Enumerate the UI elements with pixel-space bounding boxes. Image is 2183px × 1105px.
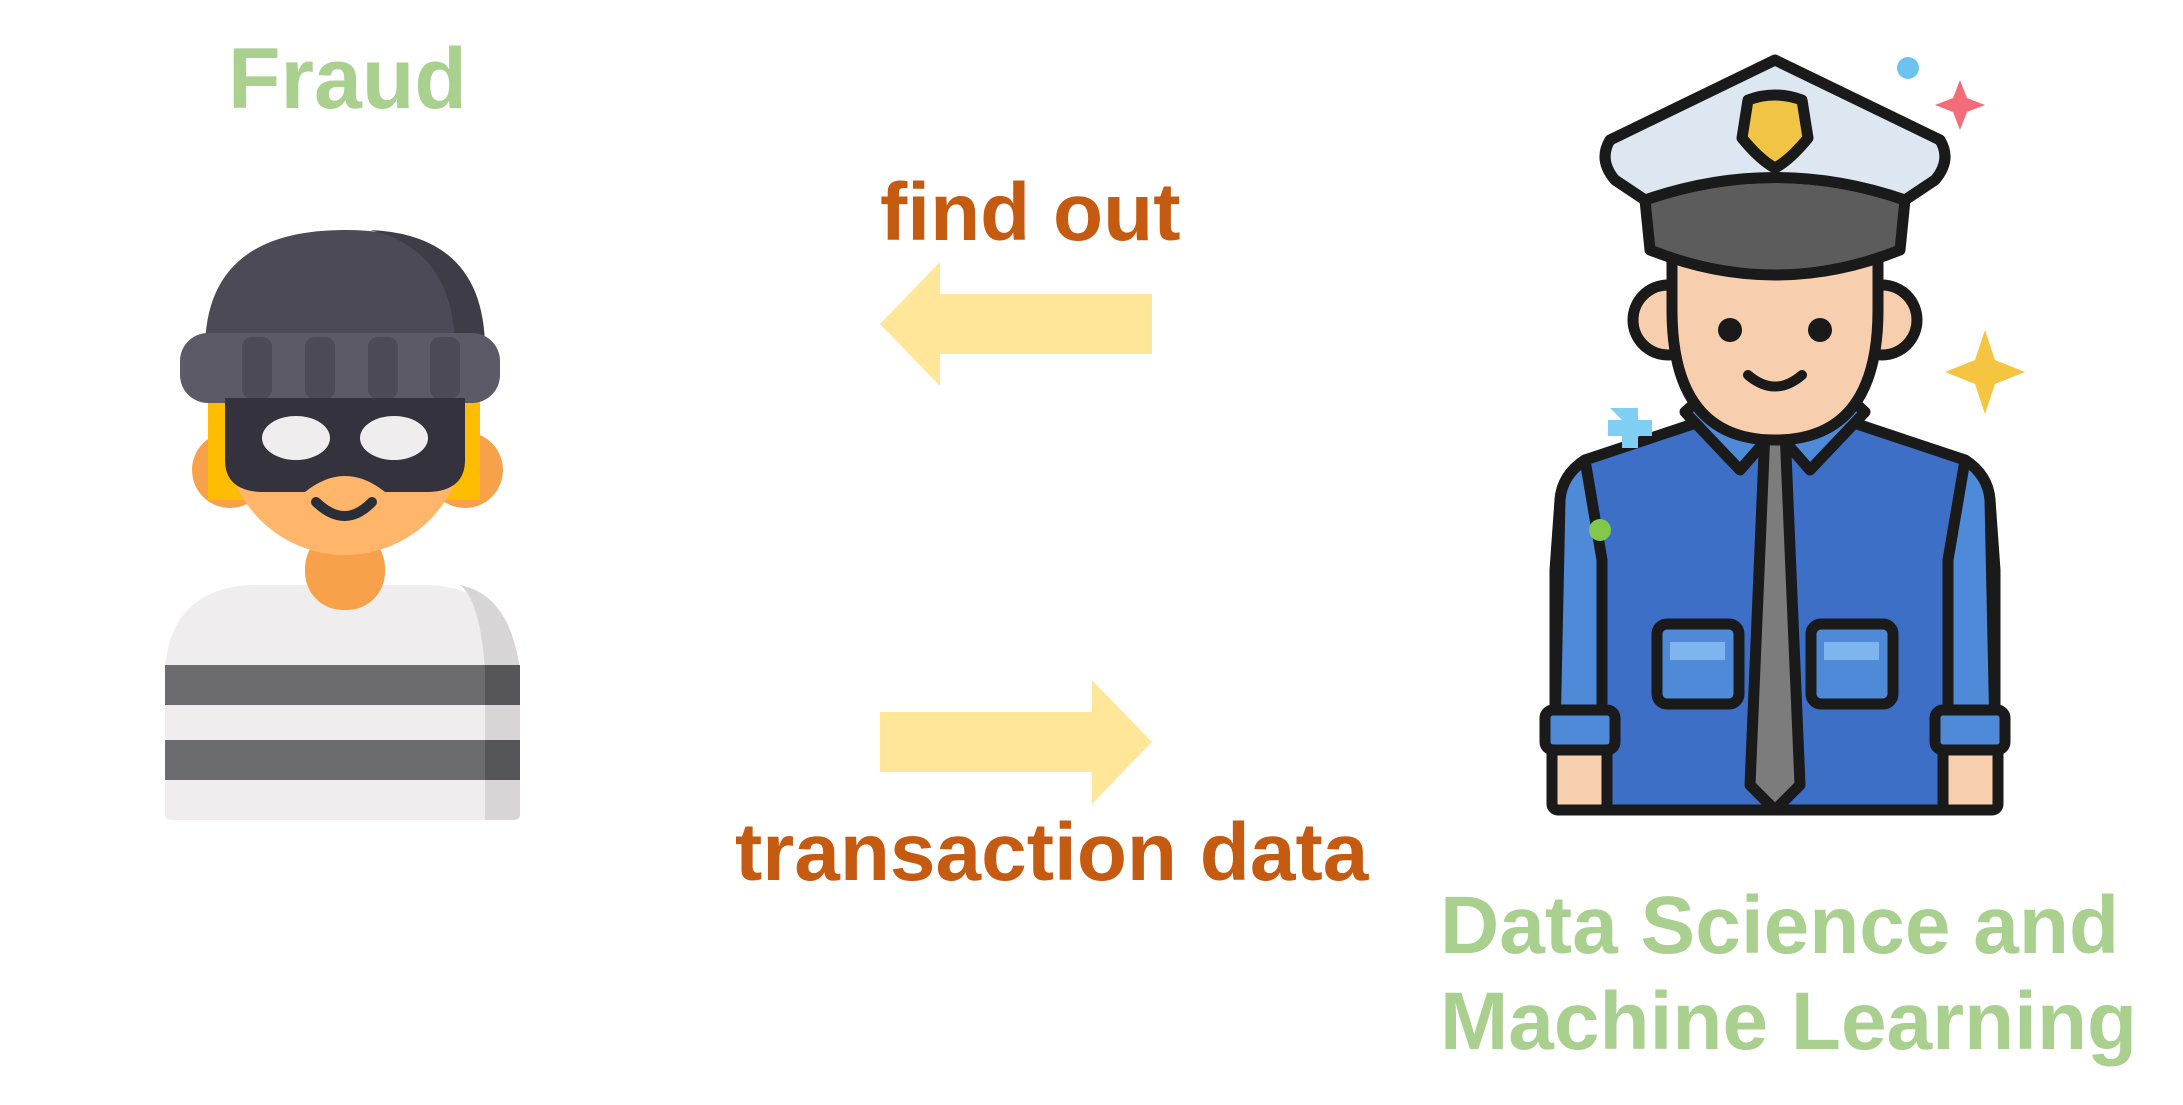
arrow-right-icon xyxy=(880,680,1152,804)
thief-icon xyxy=(165,230,520,820)
data-science-title-line1: Data Science and xyxy=(1440,880,2120,971)
arrow-left-icon xyxy=(880,262,1152,386)
find-out-label: find out xyxy=(880,167,1181,258)
data-science-title: Data Science and Machine Learning xyxy=(1440,878,2137,1070)
transaction-data-label: transaction data xyxy=(735,807,1369,898)
fraud-title: Fraud xyxy=(228,31,467,127)
data-science-title-line2: Machine Learning xyxy=(1440,976,2138,1067)
police-officer-icon xyxy=(1539,54,2025,816)
